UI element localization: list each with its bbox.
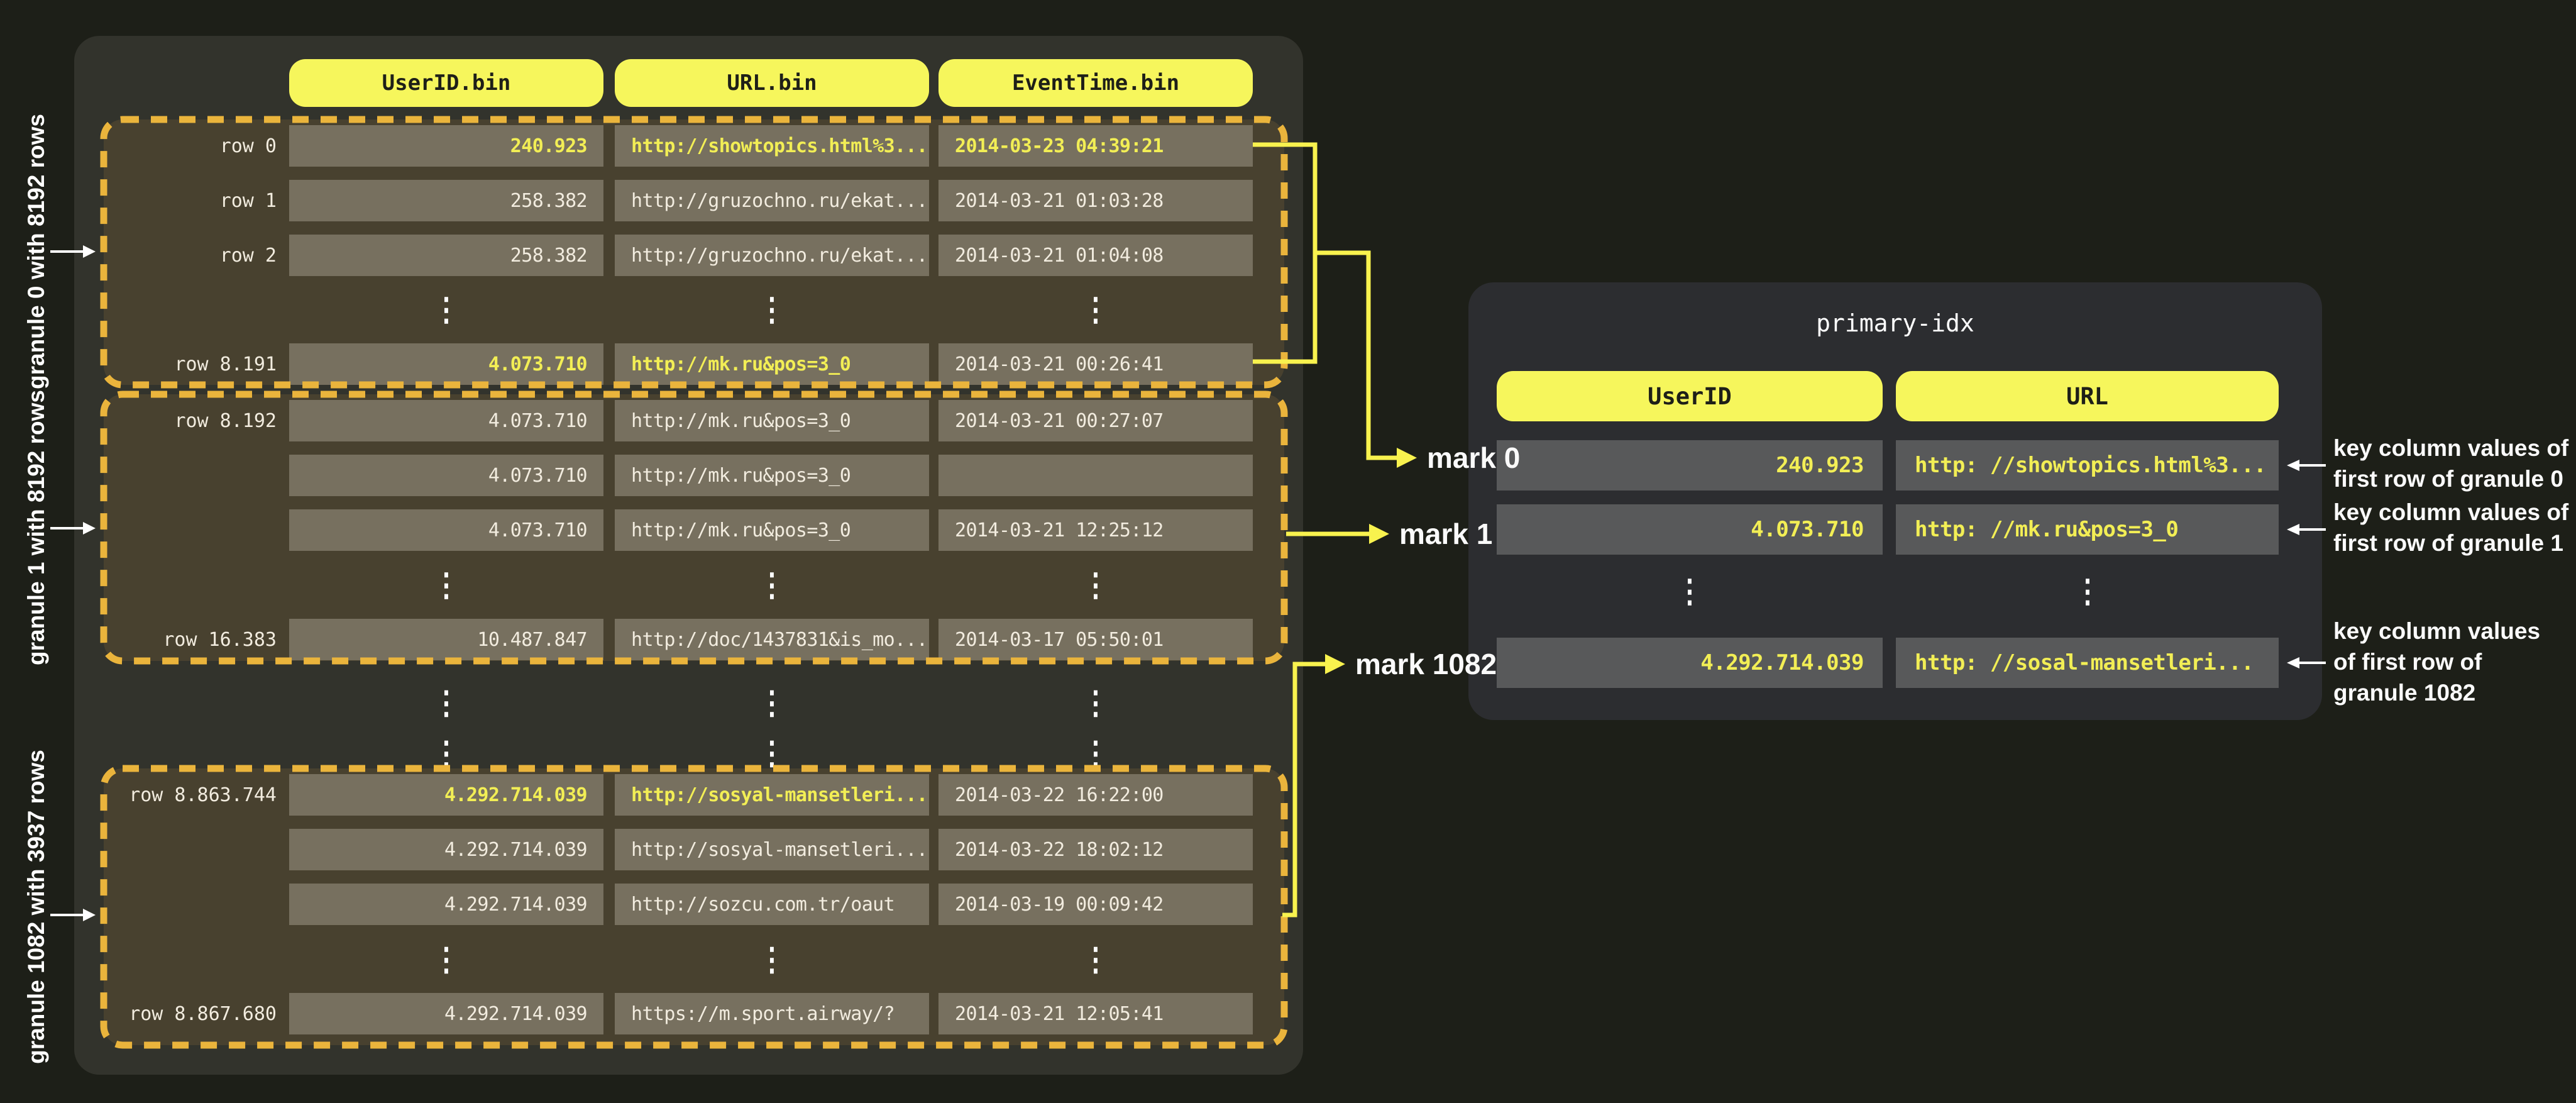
cell-eventtime-empty: [938, 455, 1253, 496]
ellipsis-vertical: ⋮: [1082, 566, 1109, 604]
cell-eventtime: 2014-03-19 00:09:42: [938, 884, 1253, 925]
ellipsis-vertical: ⋮: [432, 566, 460, 604]
cell-userid: 258.382: [289, 180, 603, 221]
cell-userid: 240.923: [289, 125, 603, 167]
cell-userid: 4.073.710: [289, 455, 603, 496]
column-header-userid-bin: UserID.bin: [289, 59, 603, 107]
row-label: row 8.192: [174, 409, 277, 432]
row-label: row 8.191: [174, 353, 277, 375]
cell-url: https://m.sport.airway/?: [615, 993, 929, 1034]
ellipsis-vertical: ⋮: [432, 940, 460, 978]
ellipsis-vertical: ⋮: [432, 734, 460, 772]
ellipsis-vertical: ⋮: [758, 940, 786, 978]
cell-url: http://gruzochno.ru/ekat...: [615, 180, 929, 221]
cell-eventtime: 2014-03-21 12:05:41: [938, 993, 1253, 1034]
cell-eventtime: 2014-03-21 00:26:41: [938, 343, 1253, 385]
annotation-granule-1: key column values of first row of granul…: [2333, 497, 2568, 558]
cell-userid: 10.487.847: [289, 619, 603, 660]
cell-url: http://doc/1437831&is_mo...: [615, 619, 929, 660]
cell-eventtime: 2014-03-22 18:02:12: [938, 829, 1253, 870]
cell-url: http://mk.ru&pos=3_0: [615, 343, 929, 385]
cell-url: http://showtopics.html%3...: [615, 125, 929, 167]
cell-eventtime: 2014-03-21 12:25:12: [938, 509, 1253, 551]
row-label: row 2: [219, 244, 277, 267]
index-header-url: URL: [1896, 371, 2279, 421]
annotation-granule-1082: key column values of first row of granul…: [2333, 616, 2540, 708]
annotation-line: first row of granule 0: [2333, 466, 2563, 492]
ellipsis-vertical: ⋮: [758, 684, 786, 721]
cell-eventtime: 2014-03-21 01:03:28: [938, 180, 1253, 221]
cell-url: http://mk.ru&pos=3_0: [615, 400, 929, 441]
cell-url: http://sosyal-mansetleri...: [615, 774, 929, 816]
ellipsis-vertical: ⋮: [1082, 940, 1109, 978]
ellipsis-vertical: ⋮: [758, 734, 786, 772]
cell-userid: 4.292.714.039: [289, 829, 603, 870]
cell-eventtime: 2014-03-23 04:39:21: [938, 125, 1253, 167]
annotation-line: of first row of: [2333, 649, 2482, 675]
granule-1082-side-label: granule 1082 with 3937 rows: [23, 750, 49, 1064]
annotation-line: key column values: [2333, 618, 2541, 644]
cell-url: http://sozcu.com.tr/oaut: [615, 884, 929, 925]
annotation-line: granule 1082: [2333, 680, 2476, 706]
cell-userid: 4.292.714.039: [289, 884, 603, 925]
cell-eventtime: 2014-03-21 01:04:08: [938, 235, 1253, 276]
ellipsis-vertical: ⋮: [432, 684, 460, 721]
column-header-eventtime-bin: EventTime.bin: [938, 59, 1253, 107]
cell-url: http://mk.ru&pos=3_0: [615, 509, 929, 551]
ellipsis-vertical: ⋮: [432, 291, 460, 328]
cell-userid: 4.292.714.039: [289, 774, 603, 816]
ellipsis-vertical: ⋮: [1082, 684, 1109, 721]
ellipsis-vertical: ⋮: [2074, 572, 2101, 610]
cell-userid: 4.073.710: [289, 400, 603, 441]
index-cell-userid: 4.292.714.039: [1497, 638, 1883, 688]
cell-eventtime: 2014-03-22 16:22:00: [938, 774, 1253, 816]
cell-eventtime: 2014-03-21 00:27:07: [938, 400, 1253, 441]
annotation-line: first row of granule 1: [2333, 530, 2563, 556]
annotation-granule-0: key column values of first row of granul…: [2333, 433, 2568, 494]
cell-userid: 258.382: [289, 235, 603, 276]
row-label: row 0: [219, 135, 277, 157]
ellipsis-vertical: ⋮: [1082, 734, 1109, 772]
index-cell-url: http: //showtopics.html%3...: [1896, 440, 2279, 491]
index-cell-userid: 4.073.710: [1497, 504, 1883, 555]
mark-1082-label: mark 1082: [1355, 648, 1497, 680]
index-cell-userid: 240.923: [1497, 440, 1883, 491]
cell-url: http://gruzochno.ru/ekat...: [615, 235, 929, 276]
cell-userid: 4.292.714.039: [289, 993, 603, 1034]
row-label: row 8.863.744: [129, 784, 277, 806]
cell-userid: 4.073.710: [289, 509, 603, 551]
cell-url: http://mk.ru&pos=3_0: [615, 455, 929, 496]
column-header-url-bin: URL.bin: [615, 59, 929, 107]
row-label: row 8.867.680: [129, 1002, 277, 1025]
mark-arrowheads: [1325, 448, 1417, 674]
ellipsis-vertical: ⋮: [1082, 291, 1109, 328]
mark-1-label: mark 1: [1399, 518, 1493, 550]
ellipsis-vertical: ⋮: [758, 291, 786, 328]
ellipsis-vertical: ⋮: [758, 566, 786, 604]
cell-url: http://sosyal-mansetleri...: [615, 829, 929, 870]
ellipsis-vertical: ⋮: [1676, 572, 1704, 610]
cell-eventtime: 2014-03-17 05:50:01: [938, 619, 1253, 660]
primary-index-title: primary-idx: [1816, 309, 1974, 337]
index-cell-url: http: //mk.ru&pos=3_0: [1896, 504, 2279, 555]
cell-userid: 4.073.710: [289, 343, 603, 385]
annotation-line: key column values of: [2333, 499, 2569, 525]
granule-0-side-label: granule 0 with 8192 rows: [23, 114, 49, 389]
row-label: row 16.383: [163, 628, 277, 651]
mark-0-label: mark 0: [1427, 441, 1521, 474]
granule-1-side-label: granule 1 with 8192 rows: [23, 390, 49, 665]
row-label: row 1: [219, 189, 277, 212]
index-cell-url: http: //sosal-mansetleri...: [1896, 638, 2279, 688]
index-header-userid: UserID: [1497, 371, 1883, 421]
annotation-line: key column values of: [2333, 435, 2569, 461]
